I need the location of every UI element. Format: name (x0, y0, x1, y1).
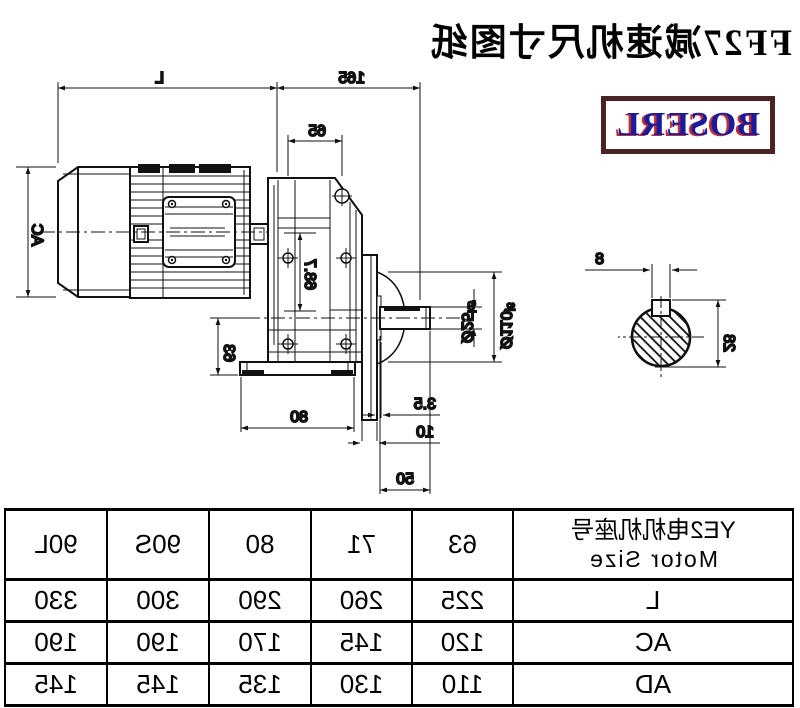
header-en: Motor Size (588, 546, 718, 573)
dim-label-165: 165 (338, 70, 365, 87)
col-header: 80 (209, 509, 311, 580)
table-cell: 145 (311, 621, 412, 664)
col-header: 90S (107, 509, 209, 580)
dim-label-63: 63 (220, 344, 237, 362)
front-view: L 165 65 (16, 69, 738, 494)
gearmotor-dimension-drawing: L 165 65 (16, 69, 738, 494)
table-cell: 290 (209, 579, 311, 622)
table-cell: 225 (412, 579, 513, 622)
col-header: 90L (5, 509, 107, 580)
dim-label-key-height: 28 (720, 334, 737, 352)
row-label: AD (513, 663, 793, 706)
dim-label-10: 10 (416, 424, 434, 441)
dim-label-50: 50 (396, 471, 414, 488)
dim-label-3-5: 3.5 (414, 396, 436, 413)
dim-label-shaft-dia: Ø25k6 (458, 301, 477, 343)
table-cell: 190 (5, 621, 107, 664)
table-cell: 145 (107, 663, 209, 706)
table-cell: 260 (311, 579, 412, 622)
motor-size-table: YE2电机机座号 Motor Size 63 71 80 90S 90L L 2… (4, 508, 794, 707)
table-cell: 190 (107, 621, 209, 664)
table-cell: 170 (209, 621, 311, 664)
dim-label-key-width: 8 (595, 251, 604, 268)
table-header-motor-size: YE2电机机座号 Motor Size (513, 509, 793, 580)
table-cell: 145 (5, 663, 107, 706)
table-cell: 300 (107, 579, 209, 622)
dim-label-AC: AC (28, 224, 45, 246)
dim-label-68-7: 68.7 (301, 259, 318, 290)
table-row-AC: AC 120 145 170 190 190 (5, 621, 793, 664)
table-header-row: YE2电机机座号 Motor Size 63 71 80 90S 90L (5, 509, 793, 580)
table-cell: 110 (412, 663, 513, 706)
col-header: 63 (412, 509, 513, 580)
col-header: 71 (311, 509, 412, 580)
dim-label-80: 80 (290, 409, 308, 426)
table-cell: 135 (209, 663, 311, 706)
row-label: AC (513, 621, 793, 664)
dim-label-L: L (155, 70, 164, 87)
gear-housing (239, 177, 363, 376)
table-cell: 330 (5, 579, 107, 622)
row-label: L (513, 579, 793, 622)
shaft-section-view (585, 264, 726, 380)
dim-label-65: 65 (308, 123, 326, 140)
dim-label-spigot-dia: Ø110j6 (497, 302, 516, 349)
header-cn: YE2电机机座号 (570, 517, 736, 545)
table-cell: 130 (311, 663, 412, 706)
table-row-AD: AD 110 130 135 145 145 (5, 663, 793, 706)
table-row-L: L 225 260 290 300 330 (5, 579, 793, 622)
table-cell: 120 (412, 621, 513, 664)
